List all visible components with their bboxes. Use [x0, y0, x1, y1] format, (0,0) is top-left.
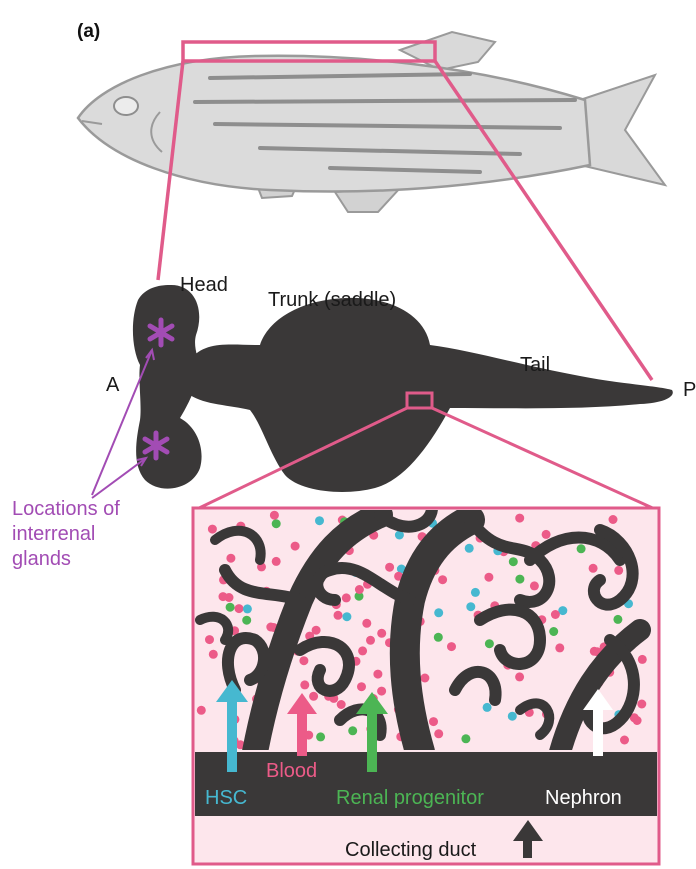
cell-dot — [420, 674, 429, 683]
cell-dot — [515, 575, 524, 584]
legend-label-collecting-duct: Collecting duct — [345, 840, 476, 860]
cell-dot — [208, 525, 217, 534]
cell-dot — [337, 700, 346, 709]
legend-label-renal-progenitor: Renal progenitor — [336, 788, 484, 808]
cell-dot — [266, 623, 275, 632]
region-label-trunk: Trunk (saddle) — [268, 290, 396, 310]
cell-dot — [637, 700, 646, 709]
cell-dot — [357, 682, 366, 691]
cell-dot — [355, 585, 364, 594]
cell-dot — [434, 729, 443, 738]
cell-dot — [447, 642, 456, 651]
caudal-fin — [580, 75, 665, 185]
cell-dot — [334, 611, 343, 620]
cell-dot — [515, 514, 524, 523]
cell-dot — [555, 643, 564, 652]
cell-dot — [613, 615, 622, 624]
cell-dot — [434, 633, 443, 642]
cell-dot — [299, 656, 308, 665]
cell-dot — [515, 672, 524, 681]
cell-dot — [270, 511, 279, 520]
cell-dot — [551, 610, 560, 619]
cell-dot — [243, 604, 252, 613]
cell-dot — [483, 703, 492, 712]
cell-dot — [300, 680, 309, 689]
cell-dot — [530, 581, 539, 590]
kidney-inset — [193, 500, 659, 864]
axis-label-posterior: P — [683, 380, 696, 400]
cell-dot — [316, 732, 325, 741]
cell-dot — [434, 608, 443, 617]
cell-dot — [509, 557, 518, 566]
cell-dot — [638, 655, 647, 664]
cell-dot — [377, 687, 386, 696]
cell-dot — [291, 542, 300, 551]
cell-dot — [484, 573, 493, 582]
cell-dot — [315, 516, 324, 525]
cell-dot — [309, 692, 318, 701]
panel-label: (a) — [77, 22, 100, 41]
cell-dot — [362, 619, 371, 628]
axis-label-anterior: A — [106, 375, 119, 395]
cell-dot — [589, 564, 598, 573]
cell-dot — [466, 602, 475, 611]
cell-dot — [461, 734, 470, 743]
cell-dot — [358, 646, 367, 655]
interrenal-glands-label: Locations of interrenal glands — [12, 497, 152, 572]
cell-dot — [373, 670, 382, 679]
cell-dot — [342, 593, 351, 602]
cell-dot — [312, 626, 321, 635]
cell-dot — [219, 592, 228, 601]
legend-label-nephron: Nephron — [545, 788, 622, 808]
cell-dot — [549, 627, 558, 636]
cell-dot — [590, 647, 599, 656]
cell-dot — [385, 563, 394, 572]
fish-eye — [114, 97, 138, 115]
region-label-head: Head — [180, 275, 228, 295]
cell-dot — [542, 530, 551, 539]
cell-dot — [614, 566, 623, 575]
cell-dot — [508, 712, 517, 721]
cell-dot — [242, 616, 251, 625]
cell-dot — [205, 635, 214, 644]
cell-dot — [226, 603, 235, 612]
inset-zoom-line-right — [432, 408, 657, 510]
cell-dot — [577, 544, 586, 553]
cell-dot — [342, 612, 351, 621]
cell-dot — [485, 639, 494, 648]
cell-dot — [620, 736, 629, 745]
cell-dot — [197, 706, 206, 715]
zebrafish-illustration — [78, 32, 665, 212]
cell-dot — [429, 717, 438, 726]
cell-dot — [209, 650, 218, 659]
cell-dot — [272, 557, 281, 566]
cell-dot — [465, 544, 474, 553]
legend-label-hsc: HSC — [205, 788, 247, 808]
cell-dot — [226, 554, 235, 563]
cell-dot — [272, 519, 281, 528]
legend-label-blood: Blood — [266, 761, 317, 781]
cell-dot — [377, 629, 386, 638]
cell-dot — [235, 604, 244, 613]
cell-dot — [348, 726, 357, 735]
cell-dot — [609, 515, 618, 524]
cell-dot — [366, 636, 375, 645]
cell-dot — [438, 575, 447, 584]
kidney-silhouette — [133, 285, 673, 492]
cell-dot — [471, 588, 480, 597]
region-label-tail: Tail — [520, 355, 550, 375]
